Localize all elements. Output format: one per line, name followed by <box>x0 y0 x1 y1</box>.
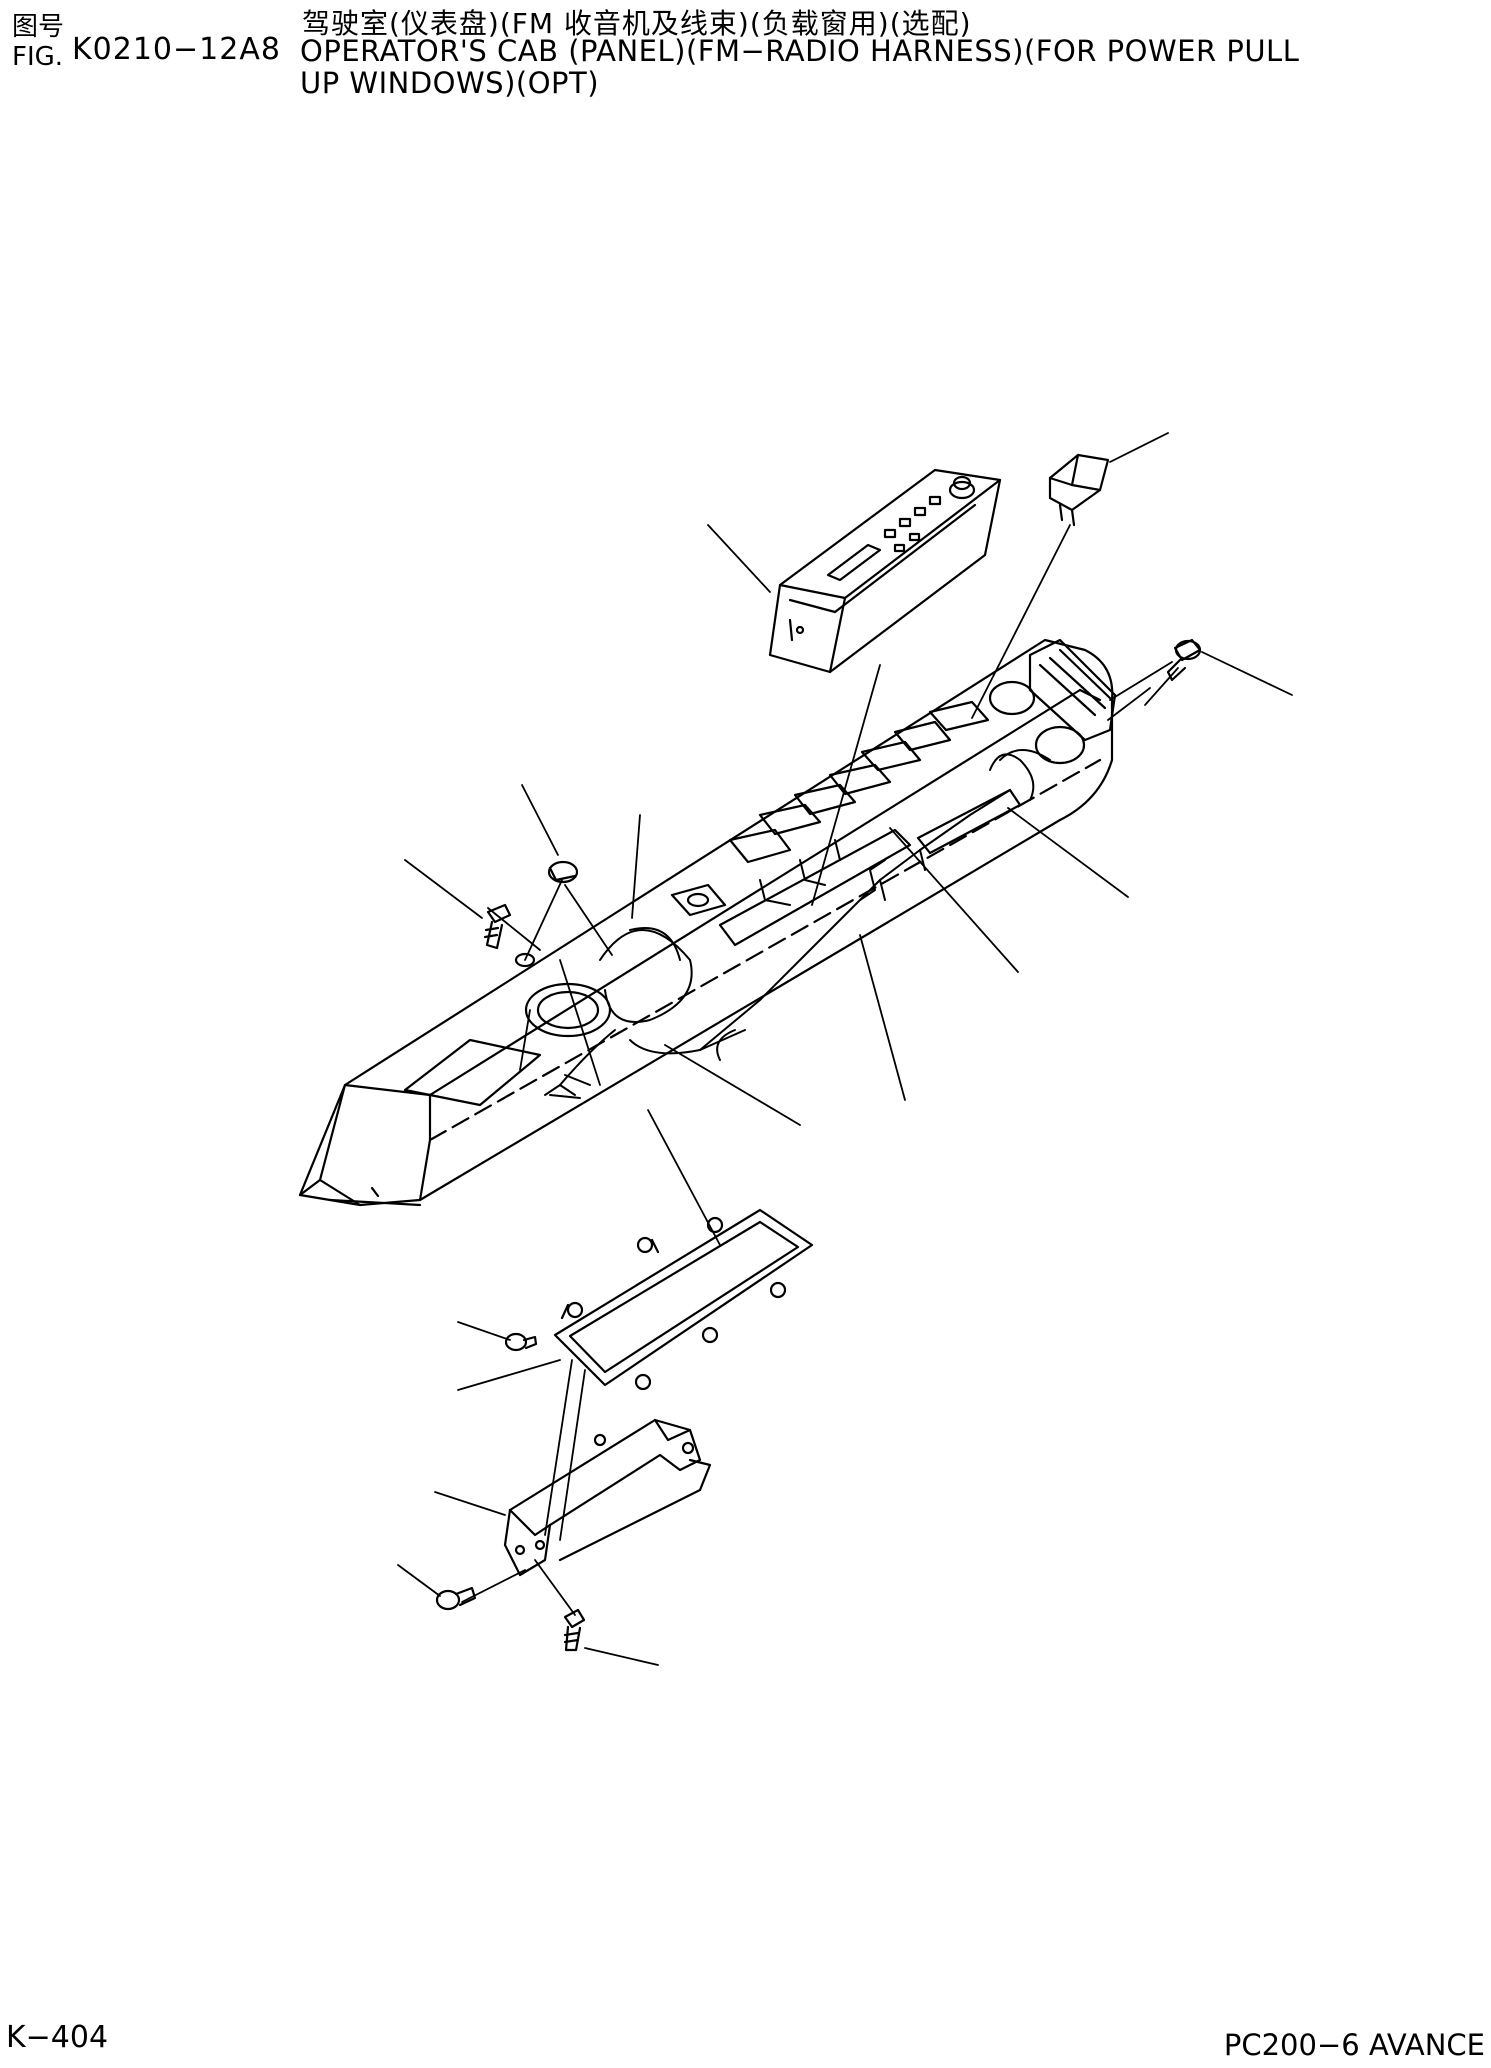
exploded-parts-drawing <box>298 432 1293 1666</box>
title-chinese: 驾驶室(仪表盘)(FM 收音机及线束)(负载窗用)(选配) <box>302 7 972 40</box>
bolt-bottom-right <box>563 1608 586 1652</box>
model-name: PC200−6 AVANCE <box>1223 2028 1485 2062</box>
header: 图号 FIG. K0210−12A8 驾驶室(仪表盘)(FM 收音机及线束)(负… <box>0 0 1491 110</box>
cover-plug <box>547 860 579 884</box>
leader-lines <box>397 432 1293 1666</box>
switch <box>1048 453 1110 527</box>
fig-label-chinese: 图号 <box>12 12 65 42</box>
plate-screw <box>504 1332 538 1352</box>
title-english-line-2: UP WINDOWS)(OPT) <box>300 66 600 100</box>
wiring-harness <box>544 749 1051 1099</box>
bracket <box>503 1418 712 1577</box>
bolt-bottom-left <box>435 1586 477 1611</box>
plate <box>553 1208 814 1391</box>
fig-label: FIG. <box>12 42 64 72</box>
title-english-line-1: OPERATOR'S CAB (PANEL)(FM−RADIO HARNESS)… <box>300 34 1300 68</box>
connector-block <box>1028 638 1117 742</box>
bolt-left <box>483 903 512 950</box>
page-number: K−404 <box>6 2020 109 2055</box>
console-panel <box>298 638 1114 1207</box>
figure-number: K0210−12A8 <box>72 32 281 67</box>
fm-radio <box>768 468 1002 674</box>
